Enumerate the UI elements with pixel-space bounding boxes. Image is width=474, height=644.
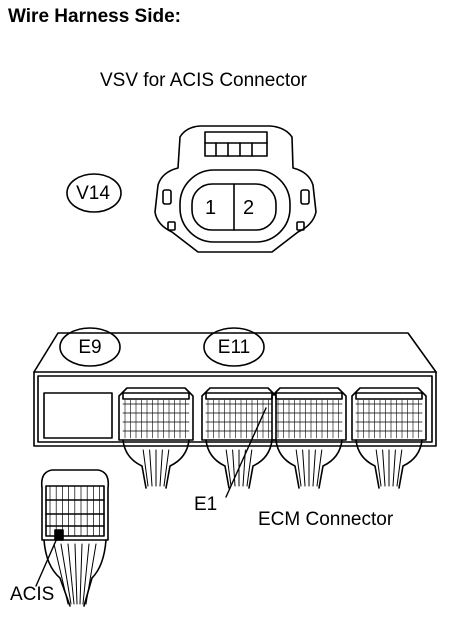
ecm-socket xyxy=(202,388,276,440)
vsv-connector-title: VSV for ACIS Connector xyxy=(100,70,307,91)
acis-terminal-label: ACIS xyxy=(10,584,55,605)
wire-bundle xyxy=(276,440,342,488)
acis-leader xyxy=(36,536,58,586)
wire-bundle xyxy=(356,440,422,488)
page-heading: Wire Harness Side: xyxy=(8,6,182,27)
ecm-housing-body xyxy=(34,372,436,446)
ecm-housing-top xyxy=(34,333,436,372)
e9-block xyxy=(44,393,112,438)
e9-code: E9 xyxy=(78,337,102,358)
vsv-connector xyxy=(155,126,316,252)
e1-leader xyxy=(226,408,266,497)
vsv-pin-2: 2 xyxy=(243,197,255,219)
ecm-socket xyxy=(119,388,193,440)
vsv-cavity xyxy=(180,170,290,242)
ecm-connector-label: ECM Connector xyxy=(258,509,394,530)
wire-bundle xyxy=(123,440,189,488)
vsv-connector-body xyxy=(155,126,316,252)
e1-terminal-label: E1 xyxy=(194,494,218,515)
vsv-pin-1: 1 xyxy=(205,197,217,219)
v14-oval xyxy=(67,174,121,212)
ecm-housing-inner xyxy=(38,376,432,442)
e11-code: E11 xyxy=(217,337,251,358)
acis-plug xyxy=(42,470,109,606)
ecm-socket xyxy=(272,388,346,440)
wire-bundle xyxy=(206,440,272,488)
v14-code: V14 xyxy=(76,183,110,204)
e9-oval xyxy=(60,328,120,366)
ecm-socket xyxy=(352,388,426,440)
e11-oval xyxy=(204,328,264,366)
vsv-latch xyxy=(205,132,267,156)
ecm-connector xyxy=(34,333,436,488)
